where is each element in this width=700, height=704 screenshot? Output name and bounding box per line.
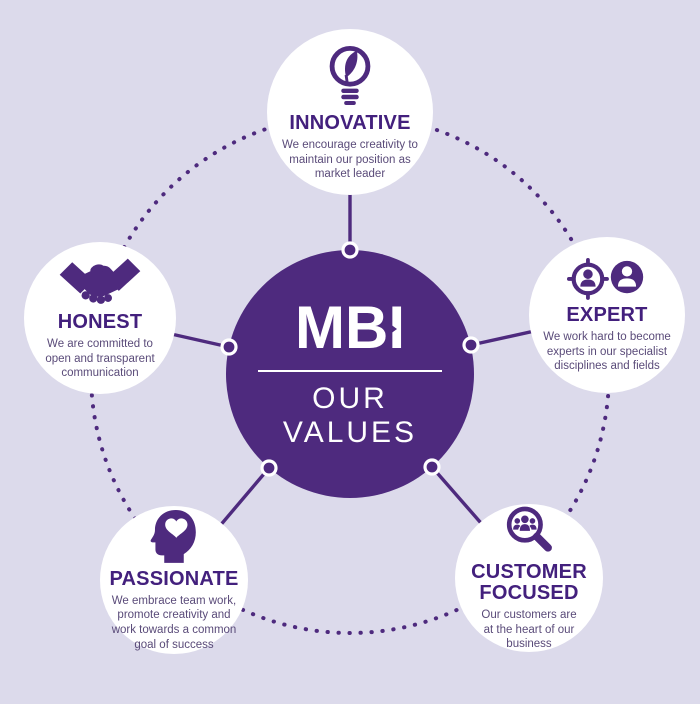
value-circle-expert: EXPERT We work hard to become experts in… — [529, 237, 685, 393]
value-circle-passionate: PASSIONATE We embrace team work, promote… — [100, 506, 248, 654]
node-expert — [462, 336, 480, 354]
logo-divider — [258, 370, 442, 373]
value-description: We are committed to open and transparent… — [45, 337, 155, 380]
value-description: We work hard to become experts in our sp… — [543, 330, 671, 373]
center-circle-bg — [226, 250, 474, 498]
mbi-logo-prefix: MB — [295, 294, 389, 362]
handshake-icon — [59, 258, 141, 304]
value-label: INNOVATIVE — [289, 111, 411, 134]
value-description: We encourage creativity to maintain our … — [282, 138, 418, 181]
value-label: CUSTOMER FOCUSED — [471, 560, 587, 604]
lightbulb-leaf-icon — [329, 45, 371, 105]
value-label: PASSIONATE — [109, 567, 239, 590]
value-label: EXPERT — [566, 303, 648, 326]
node-honest — [220, 338, 238, 356]
chevron-right-icon — [386, 321, 398, 338]
hub-subtitle: OUR VALUES — [282, 382, 418, 449]
people-target-icon — [567, 257, 644, 300]
value-circle-honest: HONEST We are committed to open and tran… — [24, 242, 176, 394]
value-circle-innovative: INNOVATIVE We encourage creativity to ma… — [267, 29, 433, 195]
value-circle-bg-expert — [529, 237, 685, 393]
value-label: HONEST — [57, 310, 143, 333]
value-circle-bg-honest — [24, 242, 176, 394]
mbi-logo-i: I — [386, 294, 405, 362]
value-circle-bg-passionate — [100, 506, 248, 654]
value-circle-bg-innovative — [267, 29, 433, 195]
value-circle-bg-customer — [455, 504, 603, 652]
value-description: We embrace team work, promote creativity… — [111, 594, 237, 651]
node-passionate — [260, 459, 278, 477]
value-description: Our customers are at the heart of our bu… — [481, 608, 577, 651]
magnifier-people-icon — [506, 506, 552, 552]
head-heart-icon — [150, 509, 196, 563]
node-customer — [423, 458, 441, 476]
node-innovative — [341, 241, 359, 259]
value-circle-customer-focused: CUSTOMER FOCUSED Our customers are at th… — [455, 504, 603, 652]
hub-nodes — [220, 241, 480, 477]
